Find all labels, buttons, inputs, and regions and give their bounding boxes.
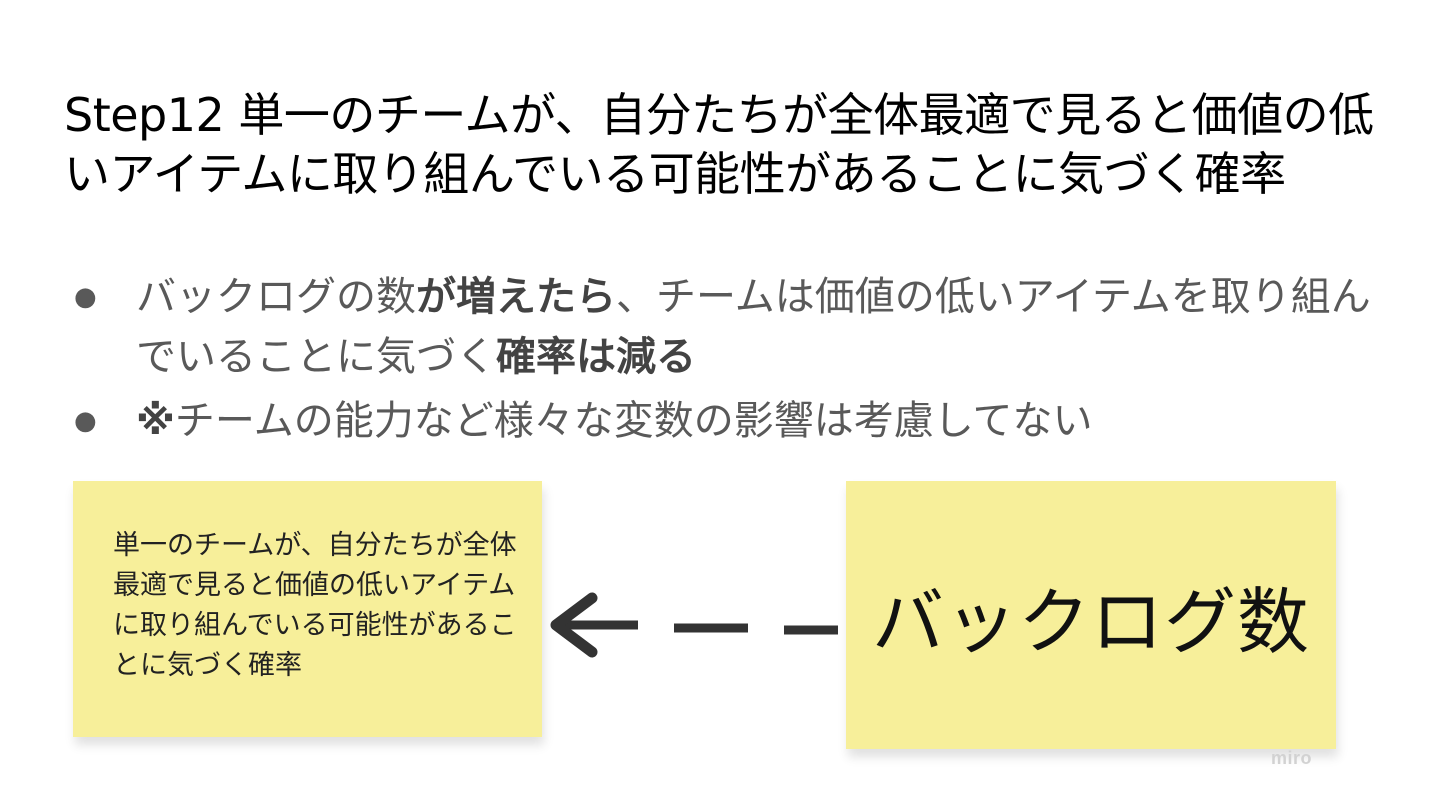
sticky-note-text: 単一のチームが、自分たちが全体最適で見ると価値の低いアイテムに取り組んでいる可能… [113,530,517,681]
bullet-text-segment: バックログの数 [136,274,416,320]
bullet-marker: ● [74,406,97,436]
bullet-text-bold: ※ [136,398,175,444]
arrow-dashes [562,620,838,635]
sticky-note-backlog-count[interactable]: バックログ数 [846,481,1336,749]
bullet-text-segment: 、チームは価値の低いアイテムを取り組んでいることに気づく [136,274,1371,380]
bullet-item: ● ※チームの能力など様々な変数の影響は考慮してない [70,391,1390,451]
sticky-note-probability[interactable]: 単一のチームが、自分たちが全体最適で見ると価値の低いアイテムに取り組んでいる可能… [73,481,542,737]
slide-title: Step12 単一のチームが、自分たちが全体最適で見ると価値の低いアイテムに取り… [64,88,1374,201]
arrow-head-icon [550,592,598,658]
sticky-note-text: バックログ数 [871,579,1310,664]
bullet-list: ● バックログの数が増えたら、チームは価値の低いアイテムを取り組んでいることに気… [70,267,1390,455]
bullet-text-segment: チームの能力など様々な変数の影響は考慮してない [174,398,1093,444]
miro-watermark-logo: miro [1271,748,1313,768]
bullet-marker: ● [74,282,97,312]
bullet-text-bold: 確率は減る [496,334,696,380]
dashed-arrow-connector [550,592,838,658]
bullet-item: ● バックログの数が増えたら、チームは価値の低いアイテムを取り組んでいることに気… [70,267,1390,387]
bullet-text-bold: が増えたら [416,274,616,320]
